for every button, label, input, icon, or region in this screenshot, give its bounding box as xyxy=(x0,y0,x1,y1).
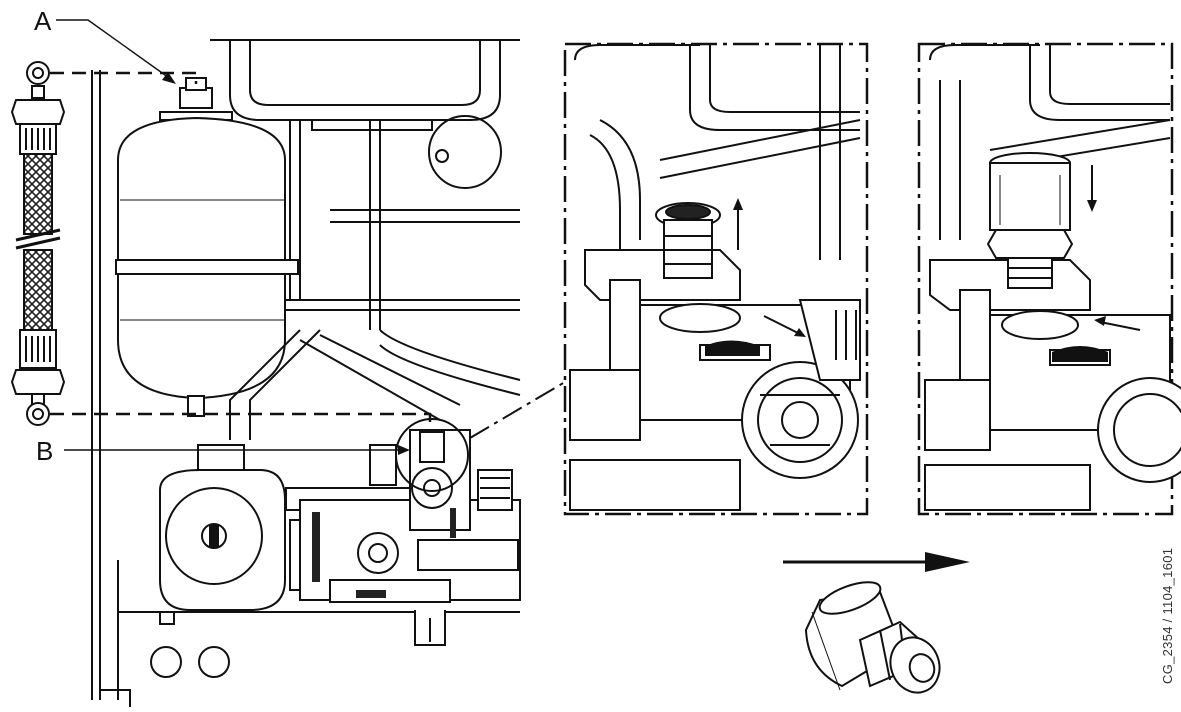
detail-leader-line xyxy=(469,381,566,439)
circulating-pump xyxy=(159,444,286,611)
label-leaders xyxy=(56,19,405,451)
flexible-hose xyxy=(10,61,66,426)
step-direction-arrow xyxy=(783,552,970,572)
heat-exchanger xyxy=(210,39,520,330)
connection-dashes xyxy=(50,71,432,430)
figure-reference-code: CG_2354 / 1104_1601 xyxy=(1160,547,1175,684)
detail-callout-circle xyxy=(395,418,469,492)
expansion-vessel xyxy=(115,77,299,417)
callout-arrowheads xyxy=(162,72,410,455)
vessel-pipework xyxy=(229,329,521,440)
adaptor-fitting xyxy=(804,581,941,694)
boiler-frame xyxy=(91,70,520,707)
detail-panel-before xyxy=(563,42,869,516)
label-b: B xyxy=(36,436,54,466)
label-a: A xyxy=(34,6,52,36)
detail-panel-after xyxy=(917,42,1181,516)
valve-group-shading xyxy=(312,508,456,598)
